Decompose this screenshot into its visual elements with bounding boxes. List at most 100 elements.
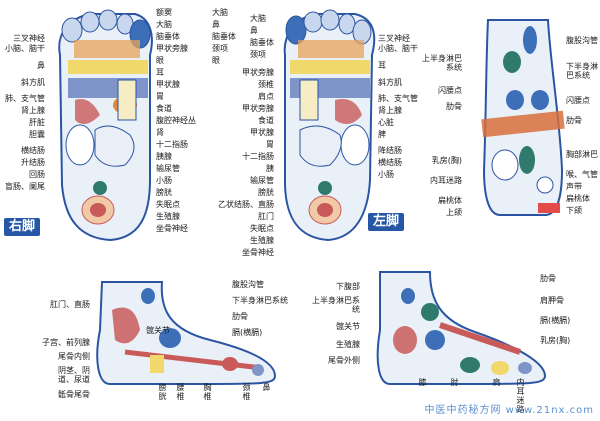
- right-right-label-8: 食道: [156, 104, 172, 113]
- dorsal-foot: [481, 19, 565, 216]
- dorsal-right-label-7: 扁桃体: [566, 194, 590, 203]
- right-foot-tag: 右脚: [4, 218, 41, 236]
- left-right-label-4: 肺、支气管: [378, 94, 418, 103]
- dorsal-left-label-5: 扁桃体: [438, 196, 462, 205]
- right-left-label-9: 升结肠: [21, 158, 45, 167]
- right-left-label-6: 肝脏: [29, 118, 45, 127]
- left-foot-tag: 左脚: [368, 213, 405, 231]
- outer-left-label-2: 髋关节: [336, 322, 360, 331]
- right-right-label-11: 十二指肠: [156, 140, 188, 149]
- outer-bottom-label-0: 膝: [418, 378, 427, 387]
- dorsal-right-label-0: 腹股沟管: [566, 36, 598, 45]
- inner-bottom-label-2: 胸椎: [203, 383, 212, 401]
- inner-side-foot: [96, 281, 277, 385]
- left-left-label-10: 胃: [266, 140, 274, 149]
- left-left-label-5: 颈椎: [258, 80, 274, 89]
- right-right-label-6: 甲状腺: [156, 80, 180, 89]
- inner-left-label-4: 骶骨尾骨: [58, 390, 90, 399]
- left-right-label-0: 三叉神经: [378, 34, 410, 43]
- dorsal-right-label-2: 闪腰点: [566, 96, 590, 105]
- outer-right-label-1: 肩胛骨: [540, 296, 564, 305]
- right-left-label-0: 三叉神经: [13, 34, 45, 43]
- left-left-label-1: 鼻: [250, 26, 258, 35]
- left-right-label-5: 肾上腺: [378, 106, 402, 115]
- left-right-label-3: 斜方肌: [378, 78, 402, 87]
- right-top-label-3: 颈项: [212, 44, 228, 53]
- inner-right-label-3: 膈(横膈): [232, 328, 263, 337]
- right-left-label-8: 横结肠: [21, 146, 45, 155]
- left-left-label-13: 输尿管: [250, 176, 274, 185]
- right-left-label-10: 回肠: [29, 170, 45, 179]
- right-right-label-3: 甲状旁腺: [156, 44, 188, 53]
- right-top-label-2: 脑垂体: [212, 32, 236, 41]
- right-right-label-4: 眼: [156, 56, 164, 65]
- right-right-label-16: 失眠点: [156, 200, 180, 209]
- inner-left-label-2: 尾骨内侧: [58, 352, 90, 361]
- outer-bottom-label-2: 肩: [492, 378, 501, 387]
- right-left-label-3: 斜方肌: [21, 78, 45, 87]
- left-left-label-11: 十二指肠: [242, 152, 274, 161]
- left-left-label-17: 失眠点: [250, 224, 274, 233]
- inner-bottom-label-0: 膀胱: [158, 383, 167, 401]
- right-right-label-14: 小肠: [156, 176, 172, 185]
- left-left-label-6: 肩点: [258, 92, 274, 101]
- right-left-label-7: 胆囊: [29, 130, 45, 139]
- watermark-text: 中医中药秘方网 www.21nx.com: [424, 405, 594, 416]
- outer-bottom-label-3: 内耳迷路: [516, 378, 525, 414]
- left-left-label-3: 颈项: [250, 50, 266, 59]
- left-right-label-8: 降结肠: [378, 146, 402, 155]
- right-right-label-10: 肾: [156, 128, 164, 137]
- left-right-label-7: 脾: [378, 130, 386, 139]
- outer-right-label-0: 肋骨: [540, 274, 556, 283]
- outer-side-foot: [376, 271, 547, 385]
- dorsal-right-label-3: 肋骨: [566, 116, 582, 125]
- inner-bottom-label-1: 腰椎: [176, 383, 185, 401]
- left-left-label-15: 乙状结肠、直肠: [218, 200, 274, 209]
- left-right-label-6: 心脏: [378, 118, 394, 127]
- outer-right-label-3: 乳房(胸): [540, 336, 571, 345]
- inner-right-label-1: 下半身淋巴系统: [232, 296, 288, 305]
- right-right-label-15: 膀胱: [156, 188, 172, 197]
- right-left-label-4: 肺、支气管: [5, 94, 45, 103]
- dorsal-right-label-6: 声带: [566, 182, 582, 191]
- right-right-label-17: 生殖腺: [156, 212, 180, 221]
- inner-left-label-3: 阴茎、阴道、尿道: [58, 366, 90, 384]
- left-right-label-10: 小肠: [378, 170, 394, 179]
- dorsal-left-label-0: 上半身淋巴系统: [422, 54, 462, 72]
- dorsal-right-label-4: 胸部淋巴: [566, 150, 598, 159]
- outer-bottom-label-1: 肘: [450, 378, 459, 387]
- dorsal-left-label-6: 上颌: [446, 208, 462, 217]
- right-left-label-2: 鼻: [37, 61, 45, 70]
- left-left-label-0: 大脑: [250, 14, 266, 23]
- left-foot-sole: [283, 9, 376, 242]
- right-top-label-0: 大脑: [212, 8, 228, 17]
- dorsal-right-label-5: 喉、气管: [566, 170, 598, 179]
- right-right-label-12: 胰腺: [156, 152, 172, 161]
- left-left-label-9: 甲状腺: [250, 128, 274, 137]
- left-left-label-2: 脑垂体: [250, 38, 274, 47]
- dorsal-left-label-3: 乳房(胸): [431, 156, 462, 165]
- inner-left-label-1: 子宫、前列腺: [42, 338, 90, 347]
- dorsal-left-label-4: 内耳迷路: [430, 176, 462, 185]
- inner-right-label-2: 肋骨: [232, 312, 248, 321]
- dorsal-left-label-1: 闪腰点: [438, 86, 462, 95]
- left-right-label-9: 横结肠: [378, 158, 402, 167]
- inner-bottom-label-4: 鼻: [262, 383, 271, 392]
- outer-left-label-0: 下腹部: [336, 282, 360, 291]
- right-right-label-1: 大脑: [156, 20, 172, 29]
- right-top-label-4: 眼: [212, 56, 220, 65]
- dorsal-right-label-8: 下颌: [566, 206, 582, 215]
- left-left-label-7: 甲状旁腺: [242, 104, 274, 113]
- right-left-label-1: 小脑、脑干: [5, 44, 45, 53]
- left-right-label-2: 耳: [378, 61, 386, 70]
- left-left-label-4: 甲状旁腺: [242, 68, 274, 77]
- right-top-label-1: 鼻: [212, 20, 220, 29]
- right-right-label-13: 输尿管: [156, 164, 180, 173]
- inner-bottom-label-3: 颈椎: [242, 383, 251, 401]
- right-left-label-11: 盲肠、阑尾: [5, 182, 45, 191]
- inner-hip-label: 髋关节: [146, 326, 170, 335]
- left-left-label-19: 坐骨神经: [242, 248, 274, 257]
- left-left-label-14: 膀胱: [258, 188, 274, 197]
- left-right-label-1: 小脑、脑干: [378, 44, 418, 53]
